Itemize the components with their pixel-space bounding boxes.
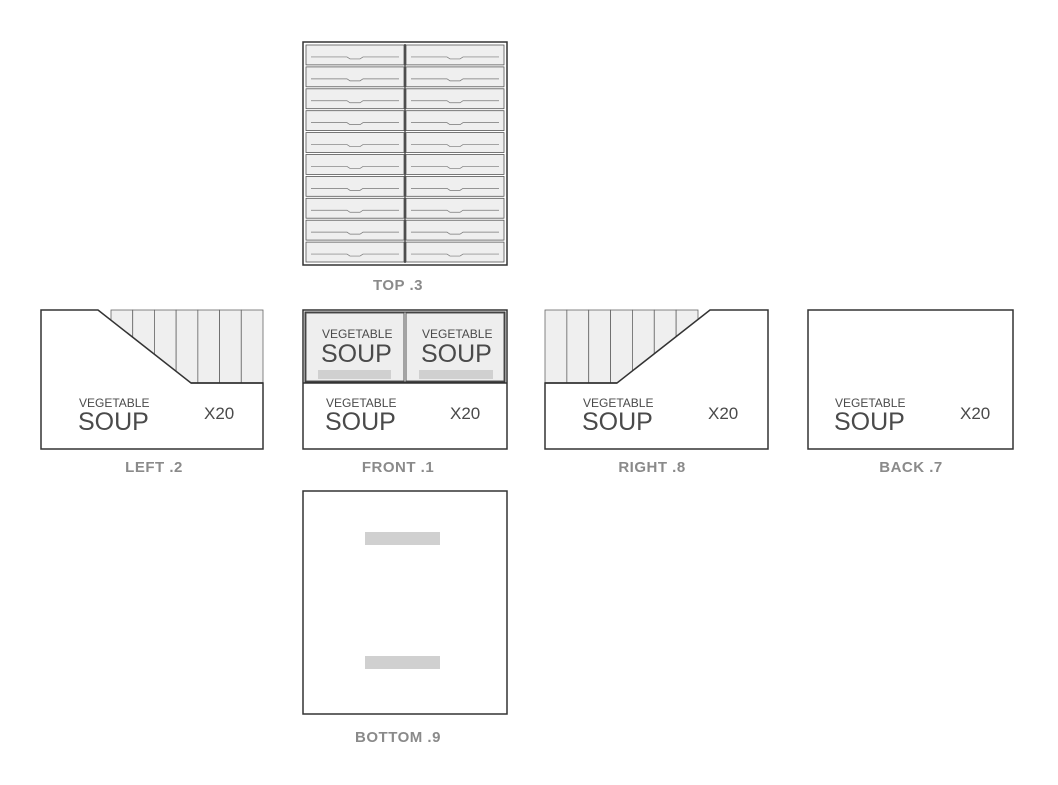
top-view-label: TOP .3: [373, 277, 423, 294]
front-view: VEGETABLE SOUP VEGETABLE SOUP VEGETABLE …: [302, 309, 508, 476]
left-view-can-strips: [110, 309, 264, 384]
right-view-count: X20: [708, 404, 738, 423]
top-can: [305, 175, 405, 197]
front-can-right-bar: [419, 370, 493, 379]
back-view-product-big: SOUP: [834, 408, 905, 436]
top-can-notch: [311, 166, 399, 169]
top-can: [305, 132, 405, 153]
left-can-strip: [240, 309, 264, 384]
right-can-strip: [610, 309, 633, 384]
back-view: VEGETABLE SOUP X20 BACK .7: [807, 309, 1014, 476]
left-view-count: X20: [204, 404, 234, 423]
front-view-product-big: SOUP: [325, 408, 396, 436]
front-view-product-small: VEGETABLE: [326, 396, 396, 410]
top-can-notch: [411, 166, 499, 169]
back-view-count: X20: [960, 404, 990, 423]
top-can-notch: [411, 56, 499, 60]
top-view: TOP .3: [302, 41, 508, 294]
right-view-product-small: VEGETABLE: [583, 396, 653, 410]
right-can-strip: [544, 309, 568, 384]
right-view-product-big: SOUP: [582, 408, 653, 436]
right-can-strip: [566, 309, 590, 384]
front-can-right-product-small: VEGETABLE: [422, 327, 492, 341]
bottom-view-bar-lower: [365, 656, 440, 669]
top-can-notch: [411, 188, 499, 191]
top-can: [305, 88, 405, 110]
left-can-strip: [219, 309, 242, 384]
front-view-label: FRONT .1: [362, 459, 434, 476]
top-can-notch: [311, 231, 399, 235]
bottom-view-bar-upper: [365, 532, 440, 545]
top-can: [405, 197, 505, 219]
top-can-notch: [411, 100, 499, 104]
front-can-left-product-small: VEGETABLE: [322, 327, 392, 341]
top-can-notch: [311, 144, 399, 147]
top-can-notch: [311, 56, 399, 60]
top-can: [305, 66, 405, 88]
top-can: [405, 88, 505, 110]
left-view: VEGETABLE SOUP X20 LEFT .2: [40, 309, 264, 476]
top-can: [305, 241, 405, 263]
top-can-notch: [311, 100, 399, 104]
back-view-label: BACK .7: [879, 459, 943, 476]
top-can: [305, 44, 405, 66]
top-can-notch: [411, 209, 499, 213]
top-can-notch: [411, 78, 499, 82]
top-view-can-grid: [305, 44, 505, 263]
top-can: [305, 110, 405, 131]
bottom-view: BOTTOM .9: [302, 490, 508, 746]
top-can-notch: [311, 188, 399, 191]
top-can: [405, 175, 505, 197]
front-can-left: [305, 312, 405, 382]
left-can-strip: [175, 309, 199, 384]
front-can-right: [405, 312, 505, 382]
left-view-label: LEFT .2: [125, 459, 183, 476]
left-view-product-small: VEGETABLE: [79, 396, 149, 410]
left-view-product-big: SOUP: [78, 408, 149, 436]
front-can-left-bar: [318, 370, 391, 379]
back-view-product-small: VEGETABLE: [835, 396, 905, 410]
front-can-left-product-big: SOUP: [321, 340, 392, 368]
left-can-strip: [197, 309, 220, 384]
top-can: [405, 154, 505, 175]
top-can: [405, 241, 505, 263]
top-can-notch: [411, 144, 499, 147]
front-view-count: X20: [450, 404, 480, 423]
top-can-notch: [311, 78, 399, 82]
right-view: VEGETABLE SOUP X20 RIGHT .8: [544, 309, 769, 476]
top-can-notch: [411, 231, 499, 235]
top-can: [405, 219, 505, 241]
top-can: [405, 44, 505, 66]
top-can: [405, 110, 505, 131]
right-can-strip: [588, 309, 611, 384]
top-can-notch: [411, 122, 499, 125]
back-view-outline: [807, 309, 1014, 450]
top-can: [305, 197, 405, 219]
top-can-notch: [411, 253, 499, 257]
right-view-label: RIGHT .8: [618, 459, 685, 476]
top-can: [305, 154, 405, 175]
top-can: [405, 66, 505, 88]
bottom-view-outline: [302, 490, 508, 715]
top-can-notch: [311, 209, 399, 213]
front-can-right-product-big: SOUP: [421, 340, 492, 368]
top-can-notch: [311, 122, 399, 125]
top-can: [405, 132, 505, 153]
bottom-view-label: BOTTOM .9: [355, 729, 441, 746]
top-can-notch: [311, 253, 399, 257]
top-can: [305, 219, 405, 241]
